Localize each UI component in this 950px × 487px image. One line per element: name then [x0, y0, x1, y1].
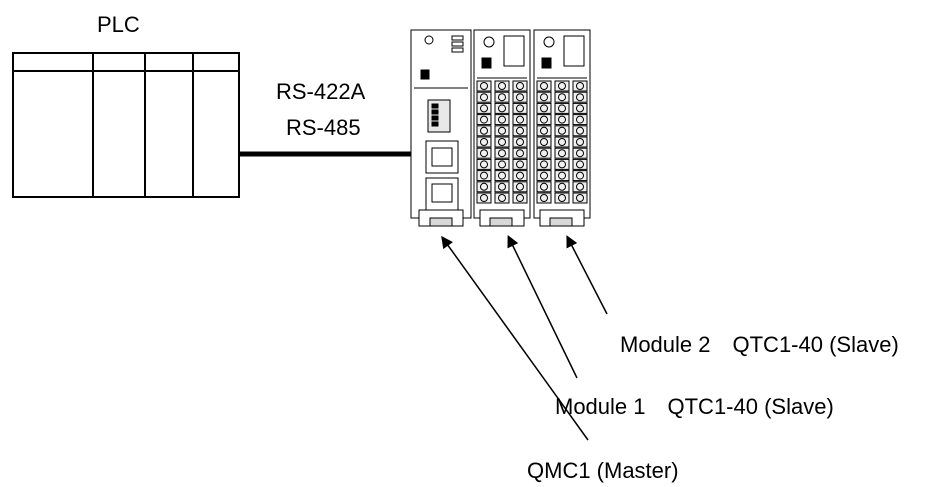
module1-pointer-arrow — [507, 235, 578, 379]
master-module — [410, 29, 472, 227]
protocol-label-rs422a: RS-422A — [276, 79, 366, 104]
module2-pointer-arrow — [566, 235, 608, 315]
master-label: QMC1 (Master) — [527, 458, 679, 483]
slave-modules — [473, 29, 591, 227]
plc-label: PLC — [97, 12, 140, 37]
module2-label: Module 2 QTC1-40 (Slave) — [620, 332, 899, 357]
master-pointer-arrow — [441, 235, 589, 441]
slave-module-2 — [533, 29, 591, 227]
plc-rack — [12, 52, 240, 198]
slave-module-1 — [473, 29, 531, 227]
module1-label: Module 1 QTC1-40 (Slave) — [555, 394, 834, 419]
protocol-label-rs485: RS-485 — [286, 115, 361, 140]
